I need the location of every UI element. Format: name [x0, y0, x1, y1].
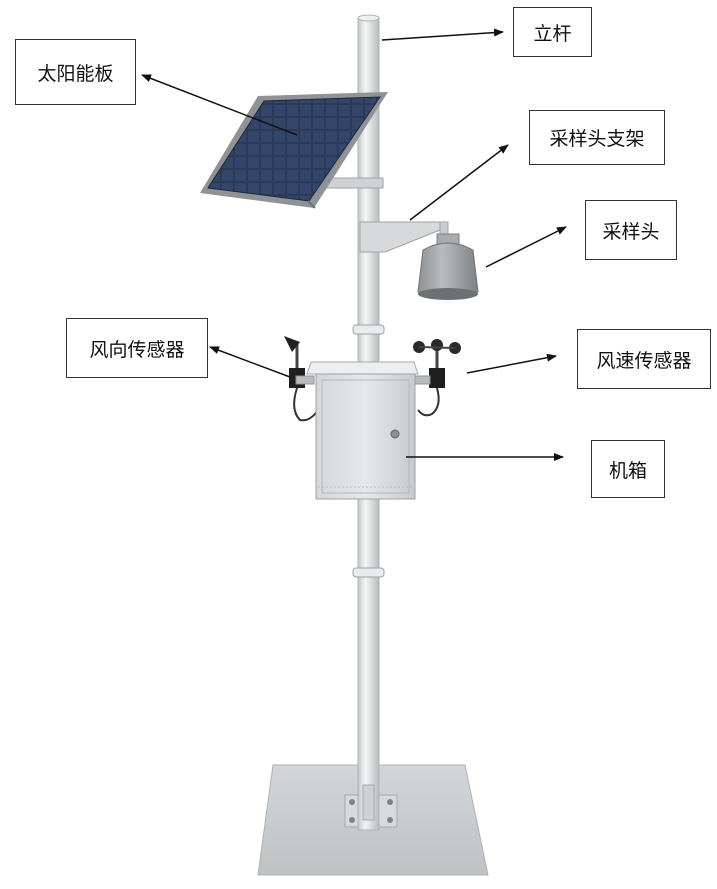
arrow-wind-speed [466, 353, 557, 374]
label-cabinet-text: 机箱 [608, 459, 647, 482]
label-sampler-bracket: 采样头支架 [529, 110, 665, 165]
label-pole: 立杆 [513, 7, 592, 57]
label-solar-panel-text: 太阳能板 [37, 62, 114, 85]
wind-speed-sensor [413, 339, 461, 417]
label-sampler-head-text: 采样头 [602, 220, 660, 243]
sampler-bracket [359, 221, 449, 253]
arrow-pole [381, 28, 504, 41]
label-cabinet: 机箱 [591, 440, 665, 498]
arrow-sampler-head [485, 226, 567, 268]
label-sampler-bracket-text: 采样头支架 [549, 128, 645, 150]
label-sampler-head: 采样头 [585, 200, 677, 260]
label-wind-direction-sensor: 风向传感器 [66, 318, 208, 378]
label-solar-panel: 太阳能板 [15, 39, 136, 105]
sampler-head [417, 233, 479, 300]
arrow-sampler-bracket [409, 144, 509, 221]
leader-arrows [141, 28, 567, 461]
solar-panel [200, 92, 388, 209]
label-pole-text: 立杆 [533, 22, 572, 45]
cabinet [295, 361, 431, 500]
label-wind-speed-sensor-text: 风速传感器 [596, 349, 692, 372]
label-wind-speed-sensor: 风速传感器 [577, 329, 711, 389]
arrow-wind-direction [209, 346, 291, 378]
arrow-solar-panel [141, 74, 298, 136]
label-wind-direction-sensor-text: 风向传感器 [89, 338, 185, 361]
